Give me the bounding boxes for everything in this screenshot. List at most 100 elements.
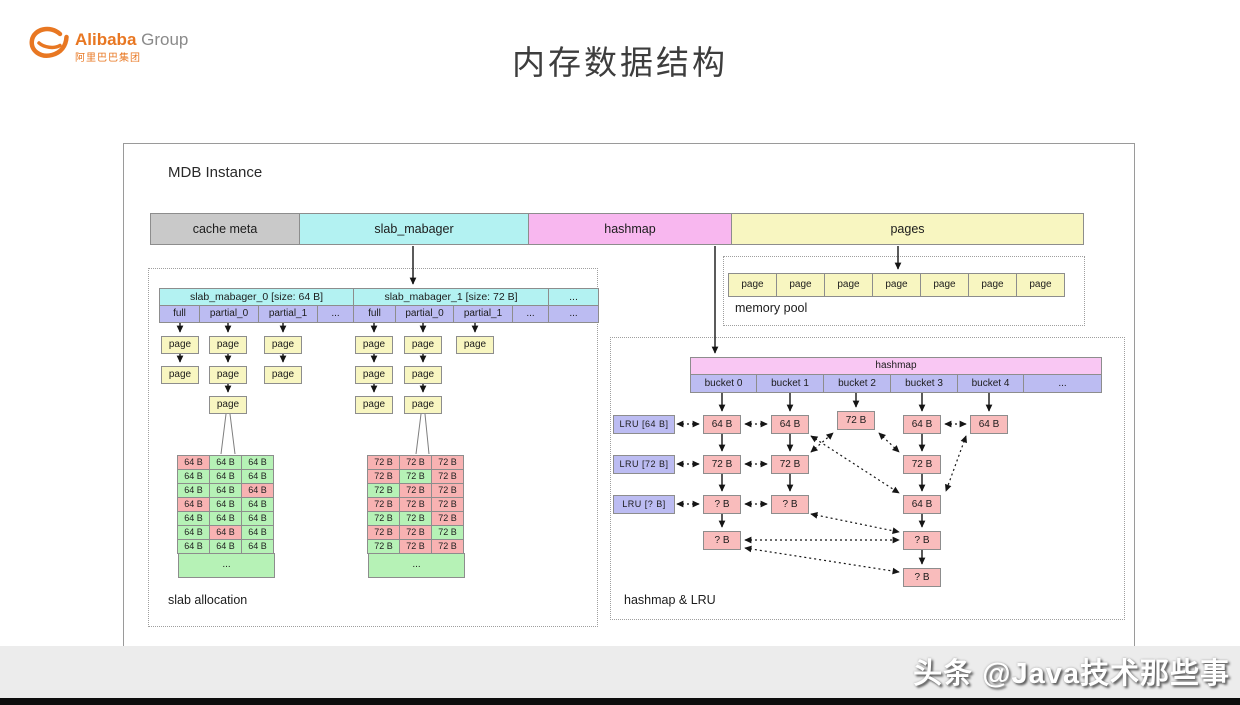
instance-label: MDB Instance <box>168 164 263 181</box>
slab-allocation-label: slab allocation <box>168 593 248 607</box>
lru-head-72b: LRU [72 B] <box>613 455 675 474</box>
mem-cell: 64 B <box>209 497 242 512</box>
segment-hashmap: hashmap <box>528 213 732 245</box>
node-b0-1: 72 B <box>703 455 741 474</box>
mem-cell: 64 B <box>241 525 274 540</box>
bottom-band: 头条 @Java技术那些事 <box>0 646 1240 698</box>
pool-page: page <box>872 273 921 297</box>
slab-mabager-0-header: slab_mabager_0 [size: 64 B] <box>159 288 354 306</box>
slab-list-partial1-1: partial_1 <box>453 305 513 323</box>
slab-mabager-1-header: slab_mabager_1 [size: 72 B] <box>353 288 549 306</box>
mem-cell: 72 B <box>399 511 432 526</box>
mem-cell: 72 B <box>399 539 432 554</box>
node-b3-2: 64 B <box>903 495 941 514</box>
mem-cell: 64 B <box>177 483 210 498</box>
slab-page: page <box>161 336 199 354</box>
mem-cell: 64 B <box>177 469 210 484</box>
mem-cell: 64 B <box>209 455 242 470</box>
node-b2-0: 72 B <box>837 411 875 430</box>
node-b1-2: ? B <box>771 495 809 514</box>
mem-cell: 64 B <box>209 511 242 526</box>
lru-head-qb: LRU [? B] <box>613 495 675 514</box>
slab-page: page <box>404 336 442 354</box>
mem-cell: 64 B <box>241 469 274 484</box>
slab-list-ellipsis-2: ... <box>548 305 599 323</box>
slab-list-ellipsis-1: ... <box>512 305 549 323</box>
logo-wordmark: Alibaba Group <box>75 30 188 49</box>
pool-page: page <box>728 273 777 297</box>
slab-page: page <box>404 396 442 414</box>
page-title: 内存数据结构 <box>512 46 728 82</box>
slab-mabager-ellipsis: ... <box>548 288 599 306</box>
mem-cell: 72 B <box>431 511 464 526</box>
slab-list-partial1-0: partial_1 <box>258 305 318 323</box>
mem-cell: 64 B <box>177 497 210 512</box>
mem-cell: 72 B <box>431 469 464 484</box>
mem-cell: 64 B <box>177 525 210 540</box>
mem-cell: 72 B <box>399 497 432 512</box>
segment-cache-meta: cache meta <box>150 213 300 245</box>
logo-brand: Alibaba <box>75 30 137 49</box>
lru-head-64b: LRU [64 B] <box>613 415 675 434</box>
pool-page: page <box>824 273 873 297</box>
bucket-4: bucket 4 <box>957 374 1024 393</box>
pool-page: page <box>968 273 1017 297</box>
slab-list-ellipsis-0: ... <box>317 305 354 323</box>
alibaba-logo: Alibaba Group 阿里巴巴集团 <box>28 26 188 64</box>
mem-cell: 64 B <box>241 483 274 498</box>
mem-cell: 72 B <box>367 497 400 512</box>
mem-cell: 72 B <box>399 469 432 484</box>
slab-page: page <box>355 336 393 354</box>
mem-cell: 72 B <box>431 525 464 540</box>
bucket-0: bucket 0 <box>690 374 757 393</box>
mem-cell: 64 B <box>177 455 210 470</box>
pool-page: page <box>920 273 969 297</box>
slab-page: page <box>161 366 199 384</box>
mem-table-ellipsis: ... <box>178 553 275 578</box>
hashmap-lru-frame <box>610 337 1125 620</box>
node-b3-0: 64 B <box>903 415 941 434</box>
node-b1-0: 64 B <box>771 415 809 434</box>
mem-cell: 72 B <box>399 455 432 470</box>
hashmap-bar: hashmap <box>690 357 1102 375</box>
mem-cell: 72 B <box>367 525 400 540</box>
node-b0-3: ? B <box>703 531 741 550</box>
slab-page: page <box>209 336 247 354</box>
node-b3-1: 72 B <box>903 455 941 474</box>
mem-cell: 64 B <box>241 539 274 554</box>
node-b4-0: 64 B <box>970 415 1008 434</box>
bucket-ellipsis: ... <box>1023 374 1102 393</box>
mem-cell: 72 B <box>431 539 464 554</box>
slab-allocation-frame <box>148 268 598 627</box>
mem-table-ellipsis: ... <box>368 553 465 578</box>
mem-cell: 72 B <box>367 455 400 470</box>
slab-page: page <box>355 366 393 384</box>
mem-cell: 64 B <box>177 511 210 526</box>
slab-page: page <box>264 366 302 384</box>
slab-table-72: 72 B 72 B 72 B 72 B 72 B 72 B 72 B 72 B … <box>367 455 465 578</box>
slab-page: page <box>209 366 247 384</box>
mem-cell: 72 B <box>367 469 400 484</box>
mem-cell: 72 B <box>431 483 464 498</box>
slab-page: page <box>264 336 302 354</box>
mem-cell: 72 B <box>431 497 464 512</box>
logo-chinese: 阿里巴巴集团 <box>75 53 141 64</box>
mem-cell: 64 B <box>209 483 242 498</box>
mem-cell: 72 B <box>367 511 400 526</box>
node-b1-1: 72 B <box>771 455 809 474</box>
node-b0-0: 64 B <box>703 415 741 434</box>
segment-pages: pages <box>731 213 1084 245</box>
node-b3-4: ? B <box>903 568 941 587</box>
bucket-3: bucket 3 <box>890 374 958 393</box>
memory-pool-frame <box>723 256 1085 326</box>
slab-list-partial0-1: partial_0 <box>395 305 454 323</box>
mem-cell: 64 B <box>241 455 274 470</box>
slab-page: page <box>209 396 247 414</box>
mem-cell: 72 B <box>367 483 400 498</box>
node-b0-2: ? B <box>703 495 741 514</box>
alibaba-logo-icon <box>29 26 69 58</box>
mem-cell: 64 B <box>241 497 274 512</box>
mem-cell: 72 B <box>367 539 400 554</box>
slab-page: page <box>355 396 393 414</box>
